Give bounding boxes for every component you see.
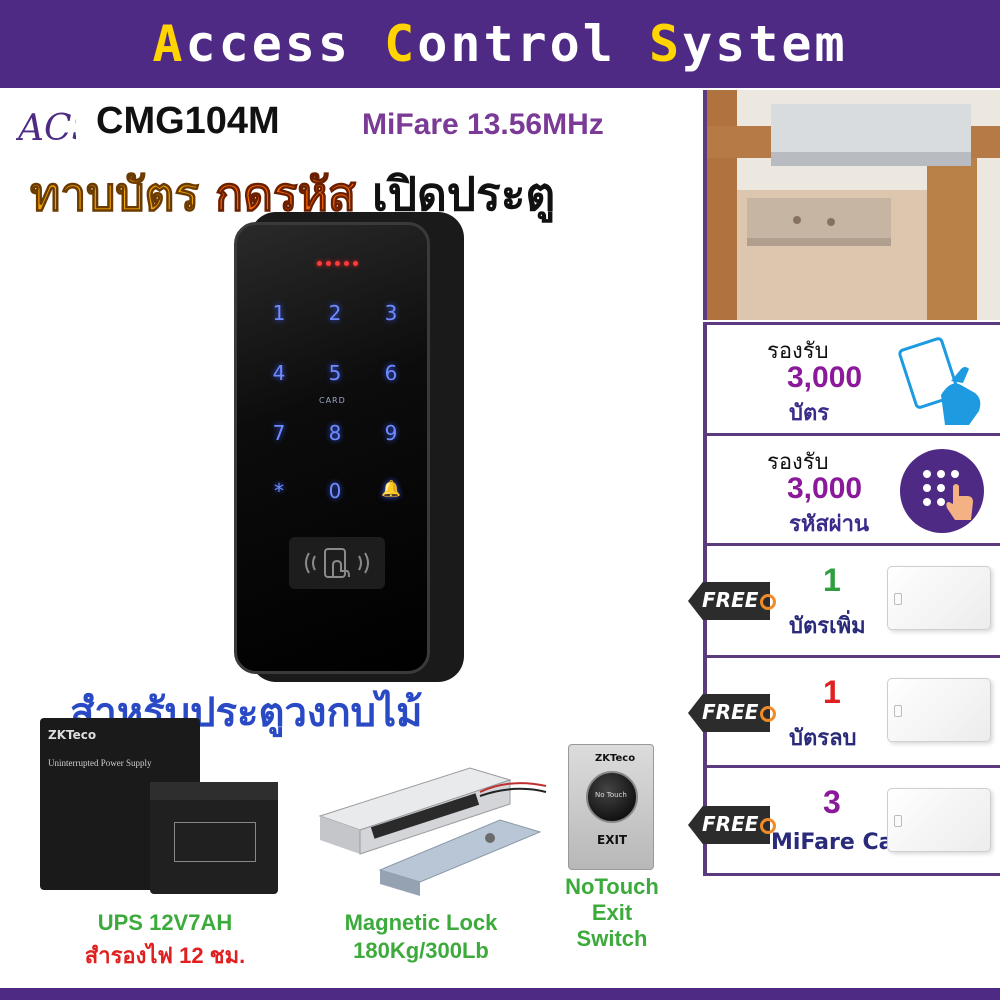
- svg-text:ACS: ACS: [16, 108, 76, 148]
- ups-caption-2: สำรองไฟ 12 ชม.: [84, 943, 246, 968]
- maglock-caption-2: 180Kg/300Lb: [353, 938, 489, 963]
- maglock-door-photo: [703, 90, 1000, 320]
- card-capacity-count: 3,000: [787, 361, 863, 394]
- tag-shape: [688, 582, 770, 620]
- blank-card-image: [887, 678, 991, 742]
- support-label: รองรับ: [767, 339, 829, 364]
- acs-logo: ACS: [16, 108, 76, 148]
- exit-caption-3: Switch: [576, 926, 648, 951]
- banner-title: Access Control System: [152, 15, 847, 73]
- key-3: 3: [384, 301, 398, 325]
- support-label: รองรับ: [767, 450, 829, 475]
- capacity-cards-panel: รองรับ 3,000 บัตร: [703, 322, 1000, 436]
- ups-brand: ZKTeco: [48, 728, 97, 742]
- capacity-codes-panel: รองรับ 3,000 รหัสผ่าน: [703, 436, 1000, 546]
- blank-card-image: [887, 788, 991, 852]
- rfid-card-icon: [305, 548, 369, 578]
- tag-shape: [688, 694, 770, 732]
- free-tag-text: FREE: [702, 700, 759, 724]
- ups-battery: [150, 782, 278, 894]
- led: [335, 261, 340, 266]
- blank-card-image: [887, 566, 991, 630]
- free-add-card-count: 1: [823, 562, 841, 598]
- frequency-label: MiFare 13.56MHz: [362, 108, 604, 141]
- bottom-bar: [0, 988, 1000, 1000]
- card-capacity-unit: บัตร: [789, 401, 830, 426]
- battery-top: [150, 782, 278, 800]
- status-leds: [317, 261, 358, 266]
- exit-button: [586, 771, 638, 823]
- card-tap-icon: [898, 337, 981, 425]
- key-1: 1: [272, 301, 286, 325]
- magnetic-lock-image: [318, 767, 547, 896]
- key-8: 8: [328, 421, 342, 445]
- battery-label: [174, 822, 256, 862]
- rfid-reader-area: [289, 537, 385, 589]
- key-7: 7: [272, 421, 286, 445]
- key-9: 9: [384, 421, 398, 445]
- key-2: 2: [328, 301, 342, 325]
- led: [317, 261, 322, 266]
- keypad-device: 1 2 3 4 5 6 CARD 7 8 9 * 0 🔔: [234, 222, 430, 674]
- slogan-tap-card: ทาบบัตร: [29, 167, 200, 222]
- slogan: ทาบบัตร กดรหัส เปิดประตู: [29, 158, 555, 231]
- code-capacity-unit: รหัสผ่าน: [789, 512, 870, 537]
- free-delete-card-count: 1: [823, 674, 841, 710]
- model-name: CMG104M: [96, 100, 280, 142]
- code-capacity-count: 3,000: [787, 472, 863, 505]
- key-6: 6: [384, 361, 398, 385]
- key-0: 0: [328, 479, 342, 503]
- exit-switch-brand: ZKTeco: [595, 753, 636, 764]
- bell-icon: 🔔: [381, 479, 401, 498]
- banner-letter-s: S: [648, 15, 683, 73]
- free-tag-text: FREE: [702, 588, 759, 612]
- tag-shape: [688, 806, 770, 844]
- banner-letter-a: A: [152, 15, 186, 73]
- free-tag-text: FREE: [702, 812, 759, 836]
- led: [353, 261, 358, 266]
- key-4: 4: [272, 361, 286, 385]
- key-star: *: [274, 479, 284, 503]
- free-tag-2: FREE: [688, 686, 780, 740]
- free-delete-card-panel: 1 บัตรลบ: [703, 658, 1000, 768]
- tag-ring: [760, 594, 776, 610]
- key-5: 5: [328, 361, 342, 385]
- banner-word-access: ccess: [185, 15, 385, 73]
- keypad-touch-icon: [900, 449, 984, 533]
- ups-box-title: Uninterrupted Power Supply: [48, 758, 152, 768]
- exit-button-text: No Touch: [595, 791, 627, 799]
- free-mifare-count: 3: [823, 784, 841, 820]
- exit-caption-1: NoTouch: [565, 874, 659, 899]
- free-tag-3: FREE: [688, 798, 780, 852]
- free-add-card-label: บัตรเพิ่ม: [789, 614, 866, 639]
- led: [326, 261, 331, 266]
- tag-ring: [760, 818, 776, 834]
- led: [344, 261, 349, 266]
- maglock-caption-1: Magnetic Lock: [344, 910, 498, 935]
- exit-caption-2: Exit: [591, 900, 633, 925]
- banner-word-control: ontrol: [417, 15, 649, 73]
- card-label: CARD: [319, 396, 346, 405]
- exit-plate-text: EXIT: [597, 833, 628, 847]
- tag-ring: [760, 706, 776, 722]
- exit-switch-image: ZKTeco No Touch EXIT: [568, 744, 654, 870]
- banner-word-system: ystem: [682, 15, 848, 73]
- banner-letter-c: C: [384, 15, 418, 73]
- free-tag-1: FREE: [688, 574, 780, 628]
- title-banner: Access Control System: [0, 0, 1000, 88]
- free-delete-card-label: บัตรลบ: [789, 726, 857, 751]
- ups-caption-1: UPS 12V7AH: [97, 910, 233, 935]
